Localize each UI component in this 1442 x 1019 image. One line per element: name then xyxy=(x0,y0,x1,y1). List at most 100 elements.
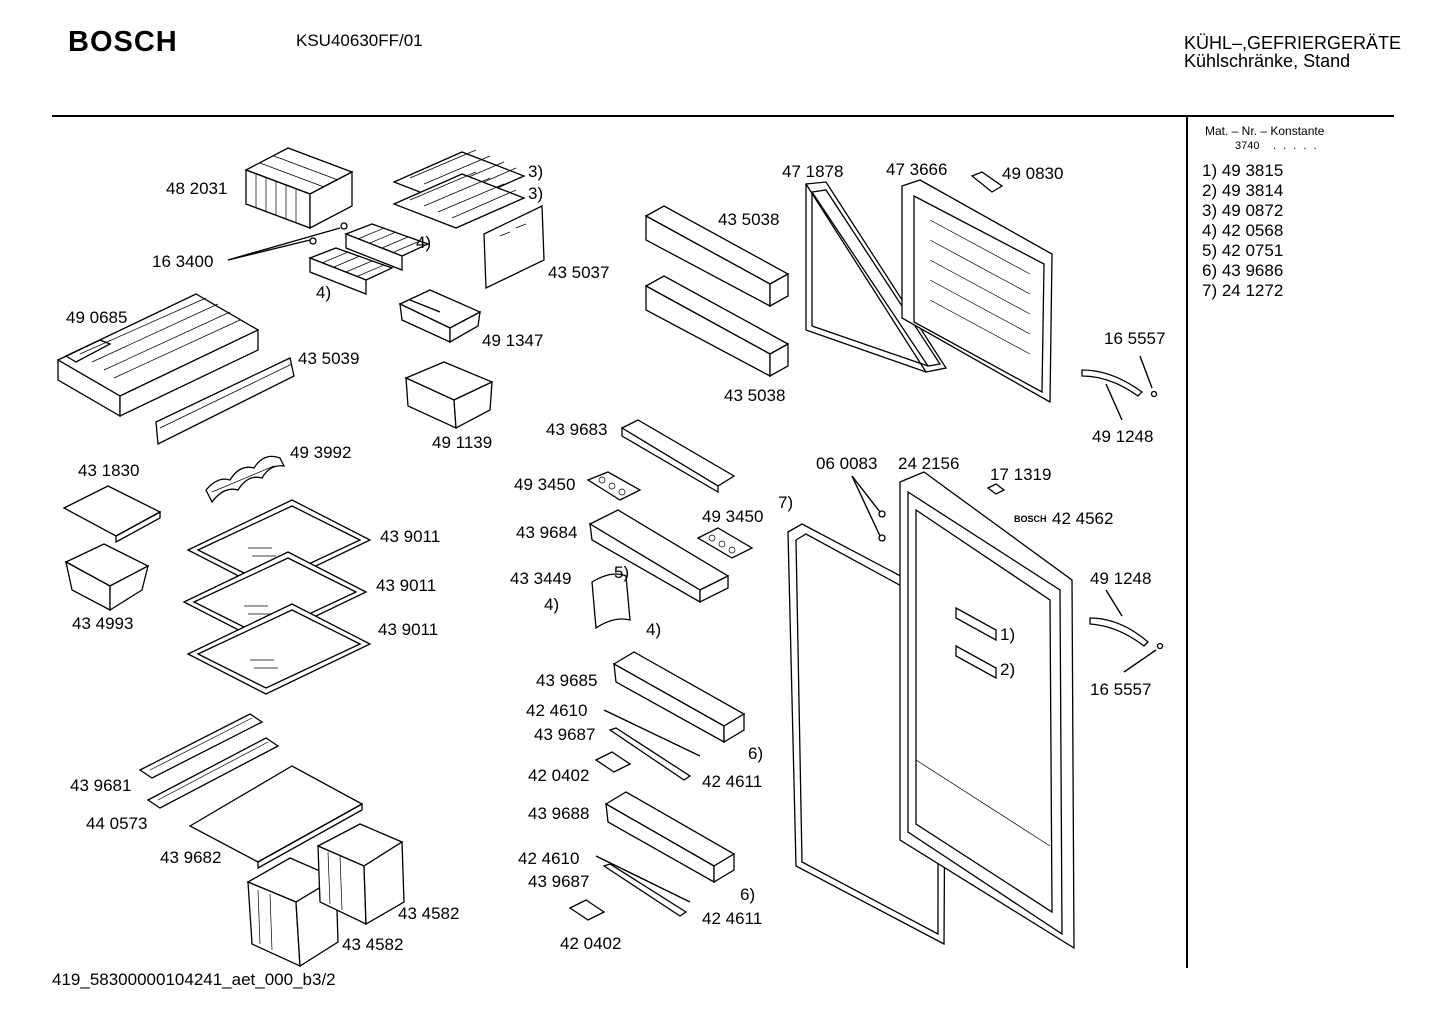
label-43-9011-c: 43 9011 xyxy=(378,620,438,639)
label-49-1139: 49 1139 xyxy=(432,433,492,452)
part-crisper-lid xyxy=(62,485,162,544)
category-title: KÜHL–,GEFRIERGERÄTE xyxy=(1184,33,1402,53)
mat-nr-dots: . . . . . xyxy=(1273,140,1319,152)
label-43-9683: 43 9683 xyxy=(546,420,607,439)
part-ice-tray-upper xyxy=(344,223,430,271)
part-screws-pair xyxy=(851,475,886,542)
mat-nr-value: 3740 xyxy=(1235,140,1260,152)
label-43-5037: 43 5037 xyxy=(548,263,609,282)
label-42-4611-b: 42 4611 xyxy=(702,909,762,928)
label-note-6-b: 6) xyxy=(740,885,755,904)
model-number: KSU40630FF/01 xyxy=(296,31,423,50)
label-16-3400: 16 3400 xyxy=(152,252,213,271)
part-door-bin-upper xyxy=(612,651,746,744)
label-44-0573: 44 0573 xyxy=(86,814,147,833)
part-glass-shelf-3 xyxy=(186,603,372,695)
part-dairy-flap xyxy=(591,573,631,630)
label-42-4610-b: 42 4610 xyxy=(518,849,579,868)
label-49-0685: 49 0685 xyxy=(66,308,127,327)
label-42-0402-b: 42 0402 xyxy=(560,934,621,953)
label-43-5038-b: 43 5038 xyxy=(724,386,785,405)
label-49-0830: 49 0830 xyxy=(1002,164,1063,183)
part-handle-upper xyxy=(1081,355,1158,421)
label-43-4582-a: 43 4582 xyxy=(398,904,459,923)
header-divider xyxy=(52,115,1394,117)
part-cover-panel xyxy=(483,204,545,290)
label-42-4562: 42 4562 xyxy=(1052,509,1113,528)
label-43-9682: 43 9682 xyxy=(160,848,221,867)
label-43-4993: 43 4993 xyxy=(72,614,133,633)
part-bin-trim-upper xyxy=(603,709,701,781)
label-42-4611-a: 42 4611 xyxy=(702,772,762,791)
label-24-2156: 24 2156 xyxy=(898,454,959,473)
part-freezer-door-shelf-upper xyxy=(644,205,790,308)
label-49-1248-b: 49 1248 xyxy=(1090,569,1151,588)
label-43-9684: 43 9684 xyxy=(516,523,577,542)
part-door-bin-small xyxy=(620,419,736,494)
door-brand-mark: BOSCH xyxy=(1014,514,1047,524)
label-note-4-a: 4) xyxy=(416,233,431,252)
label-49-3450-a: 49 3450 xyxy=(514,475,575,494)
part-crisper-box xyxy=(64,543,150,612)
category-subtitle: Kühlschränke, Stand xyxy=(1184,51,1351,71)
footnote-item: 2) 49 3814 xyxy=(1202,181,1284,200)
label-42-4610-a: 42 4610 xyxy=(526,701,587,720)
part-freezer-door xyxy=(901,179,1053,404)
label-note-4-d: 4) xyxy=(646,620,661,639)
part-crisper-rail-1 xyxy=(138,713,264,779)
footnote-list: 1) 49 3815 2) 49 3814 3) 49 0872 4) 42 0… xyxy=(1202,161,1283,301)
label-43-1830: 43 1830 xyxy=(78,461,139,480)
part-ice-tray-holder xyxy=(398,289,482,344)
part-ice-compartment xyxy=(244,147,354,230)
label-43-5038-a: 43 5038 xyxy=(718,210,779,229)
label-43-4582-b: 43 4582 xyxy=(342,935,403,954)
label-49-1248-a: 49 1248 xyxy=(1092,427,1153,446)
label-43-5039: 43 5039 xyxy=(298,349,359,368)
part-drawer-front-strip xyxy=(155,357,295,446)
sidebar-divider xyxy=(1186,117,1188,968)
part-screws xyxy=(227,222,348,261)
part-dairy-compartment xyxy=(588,509,730,604)
label-43-9687-a: 43 9687 xyxy=(534,725,595,744)
part-fridge-door xyxy=(899,471,1075,950)
label-48-2031: 48 2031 xyxy=(166,179,227,198)
part-door-handle-cap xyxy=(970,171,1004,193)
part-bottle-rack xyxy=(205,455,286,504)
part-ice-tray-lower xyxy=(308,247,394,295)
part-egg-tray-right xyxy=(696,527,754,559)
label-note-2: 2) xyxy=(1000,660,1015,679)
footnote-item: 4) 42 0568 xyxy=(1202,221,1284,240)
part-glass-shelf-2 xyxy=(182,551,368,643)
label-43-9011-a: 43 9011 xyxy=(380,527,440,546)
label-47-3666: 47 3666 xyxy=(886,160,947,179)
footnote-item: 7) 24 1272 xyxy=(1202,281,1284,300)
label-43-9688: 43 9688 xyxy=(528,804,589,823)
label-43-3449: 43 3449 xyxy=(510,569,571,588)
label-42-0402-a: 42 0402 xyxy=(528,766,589,785)
part-handle-lower xyxy=(1089,589,1164,673)
footnote-item: 3) 49 0872 xyxy=(1202,201,1284,220)
label-note-6-a: 6) xyxy=(748,744,763,763)
part-wire-shelf-lower xyxy=(392,171,526,229)
label-43-9685: 43 9685 xyxy=(536,671,597,690)
label-note-5: 5) xyxy=(614,563,629,582)
part-crisper-cover-glass xyxy=(188,765,364,870)
label-47-1878: 47 1878 xyxy=(782,162,843,181)
part-freezer-drawer xyxy=(56,293,260,418)
footnote-item: 5) 42 0751 xyxy=(1202,241,1284,260)
part-vegetable-drawer-right xyxy=(316,823,405,926)
label-43-9687-b: 43 9687 xyxy=(528,872,589,891)
label-16-5557-a: 16 5557 xyxy=(1104,329,1165,348)
part-clip-upper xyxy=(594,751,632,773)
label-49-1347: 49 1347 xyxy=(482,331,543,350)
part-bin-trim-lower xyxy=(595,855,691,917)
label-06-0083: 06 0083 xyxy=(816,454,877,473)
label-note-1: 1) xyxy=(1000,625,1015,644)
brand-logo: BOSCH xyxy=(68,26,178,58)
label-17-1319: 17 1319 xyxy=(990,465,1051,484)
footnote-item: 6) 43 9686 xyxy=(1202,261,1284,280)
label-49-3992: 49 3992 xyxy=(290,443,351,462)
part-door-bin-lower xyxy=(604,791,736,884)
part-hinge-block xyxy=(986,483,1006,495)
